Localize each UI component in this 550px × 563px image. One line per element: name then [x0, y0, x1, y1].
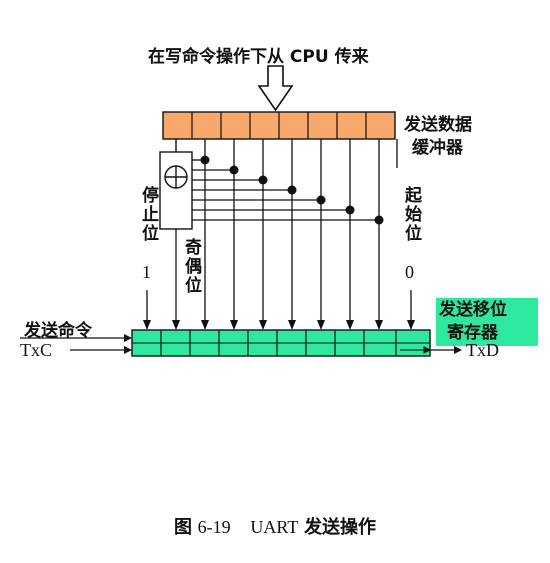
stop-bit-value: 1 — [142, 262, 151, 282]
stop-bit-label: 停止位 — [138, 186, 158, 243]
parity-label: 奇偶位 — [181, 238, 201, 295]
buffer-label-line1: 发送数据 — [404, 115, 472, 135]
caption-fig: 图 — [173, 517, 192, 538]
txc-label: TxC — [20, 340, 53, 360]
cpu-input-arrow — [257, 65, 294, 112]
caption-title-cn: 发送操作 — [304, 517, 377, 538]
top-label: 在写命令操作下从 CPU 传来 — [148, 47, 369, 67]
buffer-label-line2: 缓冲器 — [412, 138, 463, 158]
transmit-data-buffer — [162, 111, 396, 140]
figure-caption: 图 6-19 UART 发送操作 — [0, 513, 550, 539]
shift-register-label: 发送移位 寄存器 — [436, 298, 538, 346]
transmit-shift-register — [131, 329, 431, 357]
start-bit-label: 起始位 — [401, 186, 421, 243]
start-bit-value: 0 — [405, 262, 414, 282]
caption-title-en: UART — [250, 517, 299, 537]
parity-generator-box — [159, 151, 193, 230]
caption-number: 6-19 — [197, 517, 231, 537]
data-line-arrowheads — [201, 320, 383, 330]
shift-register-line1: 发送移位 — [439, 300, 507, 320]
data-lines — [204, 139, 398, 322]
junction-dots — [200, 155, 384, 225]
txd-label: TxD — [466, 340, 499, 360]
shift-register-line2: 寄存器 — [447, 323, 498, 343]
send-command-label: 发送命令 — [24, 321, 92, 341]
